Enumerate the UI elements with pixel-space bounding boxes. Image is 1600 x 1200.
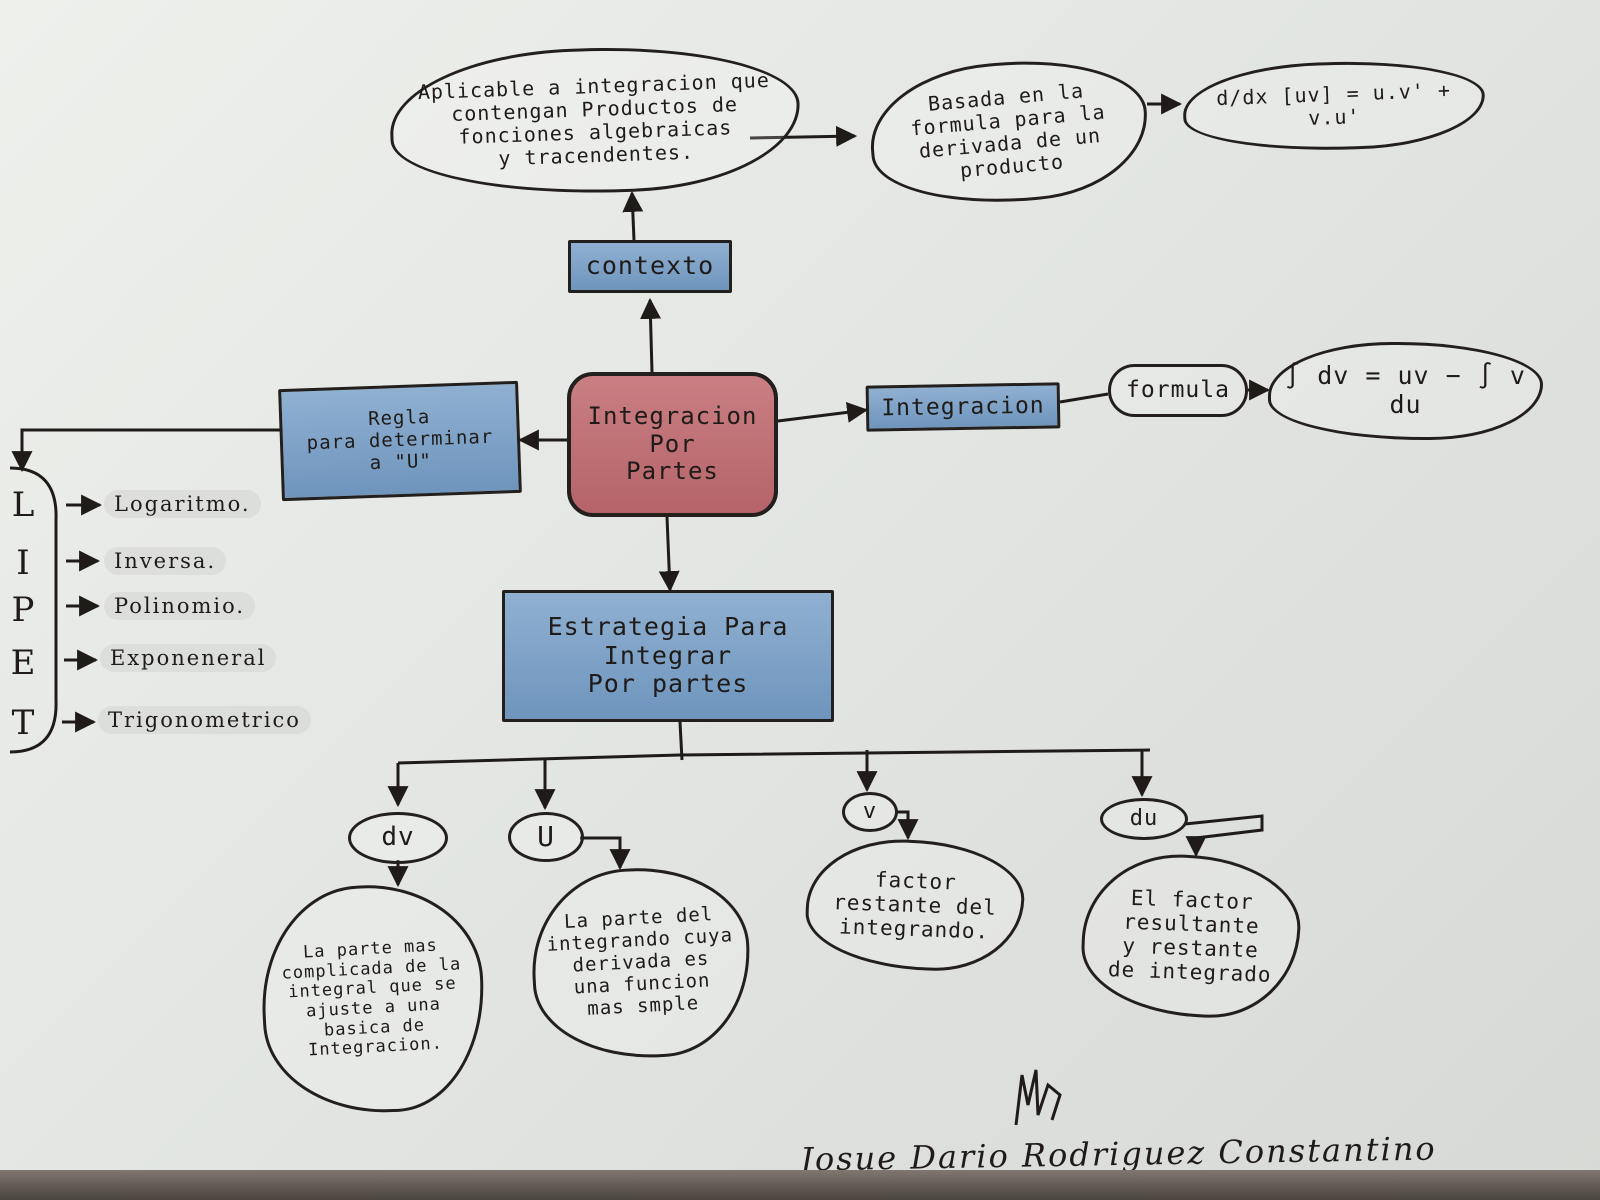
contexto-basis-text: Basada en la formula para la derivada de… — [909, 78, 1107, 183]
liate-bracket — [9, 466, 58, 754]
link-du-text — [1184, 814, 1264, 858]
liate-letter-e: E — [10, 643, 36, 683]
link-estrategia-bus — [397, 748, 1151, 765]
regla-node[interactable]: Regla para determinar a "U" — [278, 380, 522, 502]
central-node-title: Integracion Por Partes — [587, 402, 758, 486]
integracion-node[interactable]: Integracion — [865, 382, 1061, 432]
table-edge — [0, 1170, 1600, 1200]
v-symbol: v — [862, 799, 878, 825]
link-v-text — [896, 810, 919, 841]
du-symbol: du — [1129, 806, 1159, 832]
liate-letter-t: T — [11, 703, 35, 743]
link-central-estrategia — [658, 516, 680, 593]
link-central-integracion — [777, 401, 869, 423]
du-symbol-node[interactable]: du — [1100, 798, 1188, 840]
v-symbol-node[interactable]: v — [842, 792, 898, 832]
integracion-label: Integracion — [881, 392, 1045, 422]
regla-label: Regla para determinar a "U" — [306, 406, 494, 474]
link-regla-liate — [11, 428, 280, 473]
link-contexto-description — [622, 190, 644, 241]
product-rule-formula: d/dx [uv] = u.v' + v.u' — [1215, 77, 1452, 130]
u-symbol-node[interactable]: U — [508, 812, 584, 862]
formula-label: formula — [1126, 377, 1230, 404]
liate-letter-p: P — [11, 590, 35, 630]
estrategia-label: Estrategia Para Integrar Por partes — [547, 611, 789, 699]
contexto-node[interactable]: contexto — [568, 240, 732, 293]
liate-word-logaritmo[interactable]: Logaritmo. — [104, 490, 261, 518]
liate-letter-i: I — [16, 543, 30, 583]
v-description: factor restante del integrando. — [832, 867, 998, 944]
formula-label-node[interactable]: formula — [1108, 364, 1248, 417]
link-u-text — [580, 836, 631, 871]
liate-letter-l: L — [11, 485, 35, 525]
dv-symbol: dv — [381, 822, 415, 853]
u-symbol: U — [537, 819, 555, 853]
integration-by-parts-formula: ∫ dv = uv − ∫ v du — [1285, 361, 1526, 419]
link-integracion-formula — [1059, 392, 1109, 404]
estrategia-node[interactable]: Estrategia Para Integrar Por partes — [502, 590, 834, 722]
du-description: El factor resultante y restante de integ… — [1107, 885, 1272, 987]
contexto-description-text: Aplicable a integracion que contengan Pr… — [417, 67, 771, 170]
link-description-basis — [749, 125, 858, 147]
signature-scribble — [1014, 1069, 1062, 1126]
liate-word-trigonometrico[interactable]: Trigonometrico — [98, 706, 311, 734]
central-node-integracion-por-partes[interactable]: Integracion Por Partes — [567, 372, 778, 517]
dv-description: La parte mas complicada de la integral q… — [281, 935, 462, 1061]
liate-word-exponencial[interactable]: Exponeneral — [100, 644, 277, 672]
dv-symbol-node[interactable]: dv — [348, 812, 448, 864]
liate-word-inversa[interactable]: Inversa. — [104, 547, 227, 575]
integration-by-parts-formula-cloud[interactable]: ∫ dv = uv − ∫ v du — [1268, 342, 1543, 440]
link-central-contexto — [640, 297, 662, 373]
u-description: La parte del integrando cuya derivada es… — [546, 903, 734, 1020]
contexto-label: contexto — [585, 251, 715, 281]
liate-word-polinomio[interactable]: Polinomio. — [104, 592, 256, 620]
